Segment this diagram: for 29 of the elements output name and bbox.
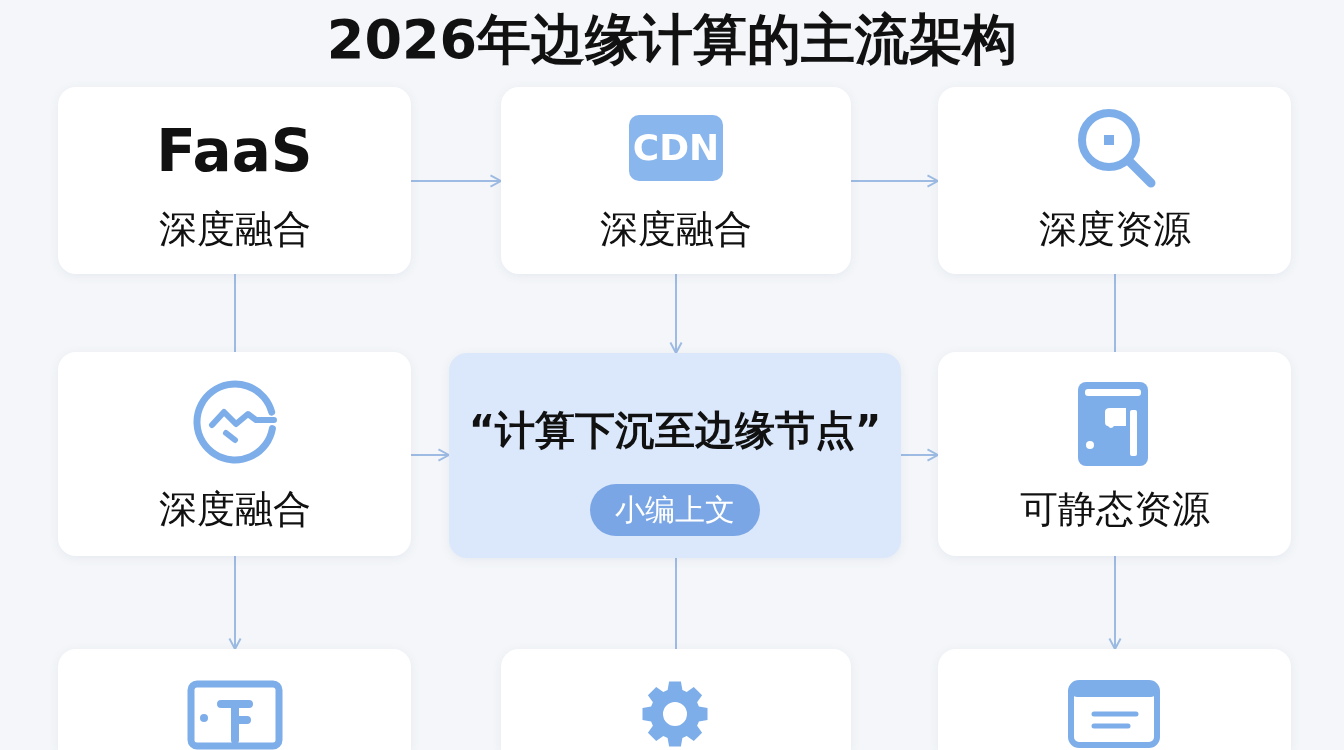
arrow [900, 448, 939, 462]
card [58, 352, 411, 556]
arrow [228, 555, 242, 650]
arrow [669, 273, 683, 354]
title: 2026年边缘计算的主流架构 [326, 8, 1018, 71]
card-heading: FaaS [156, 117, 313, 187]
card [58, 87, 411, 274]
arrow [1108, 555, 1122, 650]
arrow [850, 174, 939, 188]
card [58, 649, 411, 750]
highlight-card [449, 353, 901, 558]
connector-line [675, 557, 677, 650]
tag: 小编上文 [590, 484, 760, 536]
card-label: 可静态资源 [1019, 487, 1210, 533]
card-label: 深度融合 [158, 207, 311, 253]
connector-line [1114, 273, 1116, 353]
card [938, 352, 1291, 556]
card [501, 87, 851, 274]
badge: CDN [629, 115, 723, 181]
card-label: 深度融合 [600, 207, 752, 253]
card-label: 深度融合 [158, 487, 311, 533]
card-label: 深度资源 [1038, 207, 1191, 253]
card [938, 649, 1291, 750]
arrow [410, 448, 450, 462]
card [938, 87, 1291, 274]
connector-line [234, 273, 236, 353]
arrow [410, 174, 502, 188]
quote-text: “计算下沉至边缘节点” [468, 406, 882, 454]
card [501, 649, 851, 750]
